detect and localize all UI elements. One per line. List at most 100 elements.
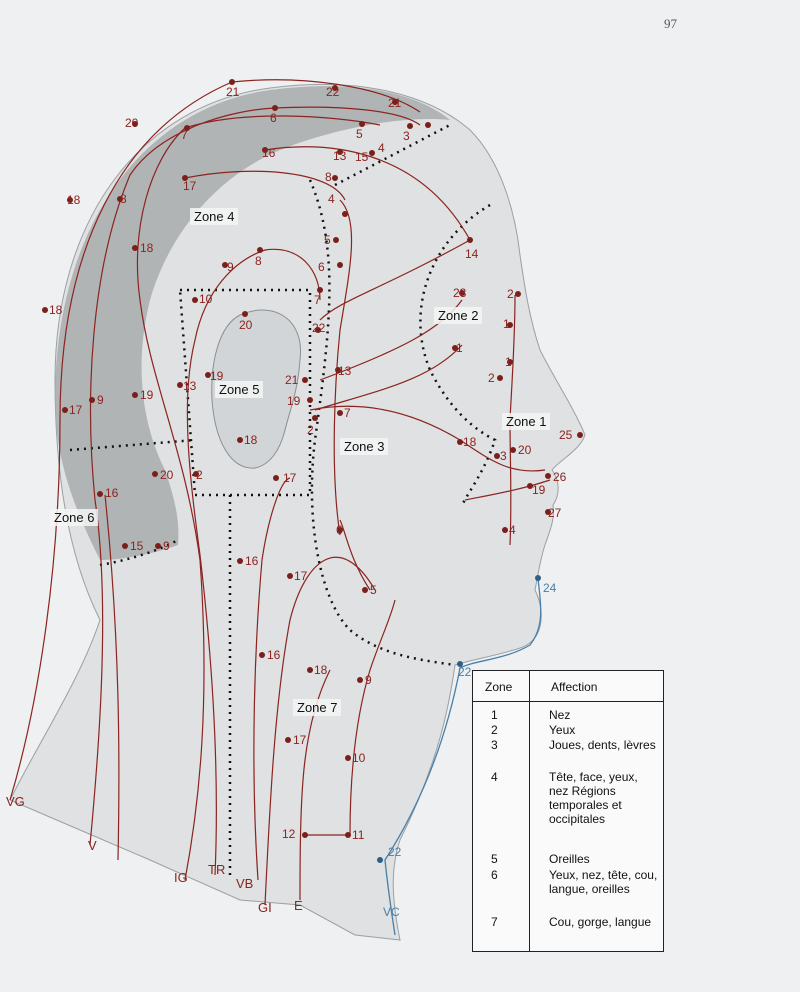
point-label: 18 <box>314 663 328 677</box>
legend-row-affection: Joues, dents, lèvres <box>549 738 656 752</box>
zone-label-4: Zone 4 <box>190 208 239 225</box>
point-label: 22 <box>312 321 326 335</box>
meridian-label-tr: TR <box>208 862 225 877</box>
point-label: 17 <box>69 403 83 417</box>
point-label: 17 <box>183 179 197 193</box>
legend-row-zone: 6 <box>491 868 498 882</box>
point-label: 2 <box>307 423 314 437</box>
point-label: 4 <box>509 523 516 537</box>
legend-table: Zone Affection 1 Nez 2 Yeux 3 Joues, den… <box>472 670 664 952</box>
point-label: 1 <box>503 317 510 331</box>
legend-header <box>473 671 663 702</box>
legend-row-affection: Tête, face, yeux, nez Régions temporales… <box>549 770 638 826</box>
point-label: 26 <box>553 470 567 484</box>
point-label: 20 <box>160 468 174 482</box>
legend-row-affection: Cou, gorge, langue <box>549 915 652 929</box>
point-label: 19 <box>532 483 546 497</box>
point-label: 21 <box>226 85 240 99</box>
point-label: 13 <box>338 364 352 378</box>
point-label: 18 <box>49 303 63 317</box>
point-label: 21 <box>285 373 299 387</box>
point-label: 8 <box>325 170 332 184</box>
zone-label-6: Zone 6 <box>50 509 99 526</box>
point-label: 19 <box>210 369 224 383</box>
meridian-label-e: E <box>294 898 303 913</box>
point-label: 19 <box>140 388 154 402</box>
meridian-label-gi: GI <box>258 900 272 915</box>
e-point-label: 24 <box>543 581 557 595</box>
point-label: 7 <box>344 406 351 420</box>
vessel-points <box>377 575 541 863</box>
point-label: 17 <box>283 471 297 485</box>
point-label: 9 <box>163 539 170 553</box>
point-label: 1 <box>456 341 463 355</box>
point-label: 25 <box>559 428 573 442</box>
zone-label-5: Zone 5 <box>215 381 264 398</box>
point-label: 10 <box>199 292 213 306</box>
legend-header-zone: Zone <box>485 680 513 694</box>
point-label: 1 <box>505 355 512 369</box>
point-label: 17 <box>294 569 308 583</box>
point-label: 20 <box>518 443 532 457</box>
point-label: 27 <box>548 506 562 520</box>
point-label: 22 <box>326 85 340 99</box>
point-labels: 21 22 21 20 7 6 5 4 3 16 13 15 8 17 8 18… <box>49 85 573 842</box>
point-label: 6 <box>270 111 277 125</box>
legend-row-affection: Yeux, nez, tête, cou, langue, oreilles <box>549 868 658 896</box>
page-number: 97 <box>664 16 677 31</box>
point-label: 14 <box>465 247 479 261</box>
point-label: 5 <box>324 233 331 247</box>
point-label: 9 <box>227 260 234 274</box>
legend-row-zone: 4 <box>491 770 498 784</box>
legend-row-affection: Yeux <box>549 723 576 737</box>
point-label: 12 <box>282 827 296 841</box>
point-label: 13 <box>183 379 197 393</box>
zone-label-7: Zone 7 <box>293 699 342 716</box>
legend-row-zone: 3 <box>491 738 498 752</box>
point-label: 18 <box>67 193 81 207</box>
point-label: 16 <box>262 146 276 160</box>
point-label: 9 <box>365 673 372 687</box>
meridian-label-vc: VC <box>383 905 400 919</box>
point-label: 6 <box>336 523 343 537</box>
zone-borders <box>69 123 497 875</box>
meridian-label-vg: VG <box>6 794 25 809</box>
point-label: 4 <box>378 141 385 155</box>
legend-row-zone: 5 <box>491 852 498 866</box>
legend-row-zone: 7 <box>491 915 498 929</box>
meridian-label-ig: IG <box>174 870 188 885</box>
point-label: 3 <box>500 449 507 463</box>
legend-row-zone: 1 <box>491 708 498 722</box>
point-label: 7 <box>314 293 321 307</box>
point-label: 2 <box>196 468 203 482</box>
point-label: 5 <box>356 127 363 141</box>
zone-label-2: Zone 2 <box>434 307 483 324</box>
point-label: 23 <box>453 286 467 300</box>
point-label: 8 <box>255 254 262 268</box>
head-silhouette <box>9 83 586 941</box>
point-label: 8 <box>120 192 127 206</box>
meridian-lines <box>9 79 551 906</box>
point-label: 16 <box>245 554 259 568</box>
point-label: 18 <box>244 433 258 447</box>
point-label: 13 <box>333 149 347 163</box>
meridian-labels: VG V IG TR VB GI E VC 22 22 24 <box>6 581 557 919</box>
point-label: 3 <box>403 129 410 143</box>
meridian-label-v: V <box>88 838 97 853</box>
point-label: 6 <box>318 260 325 274</box>
hair-region <box>55 86 450 560</box>
point-label: 18 <box>140 241 154 255</box>
meridian-label-vb: VB <box>236 876 253 891</box>
vc-point-label: 22 <box>458 665 472 679</box>
legend-row-affection: Nez <box>549 708 571 722</box>
point-label: 17 <box>293 733 307 747</box>
point-label: 9 <box>97 393 104 407</box>
vc-point-label: 22 <box>388 845 402 859</box>
point-label: 5 <box>370 583 377 597</box>
point-label: 15 <box>130 539 144 553</box>
acupoints <box>42 79 583 838</box>
point-label: 4 <box>328 192 335 206</box>
legend-header-affection: Affection <box>551 680 598 694</box>
